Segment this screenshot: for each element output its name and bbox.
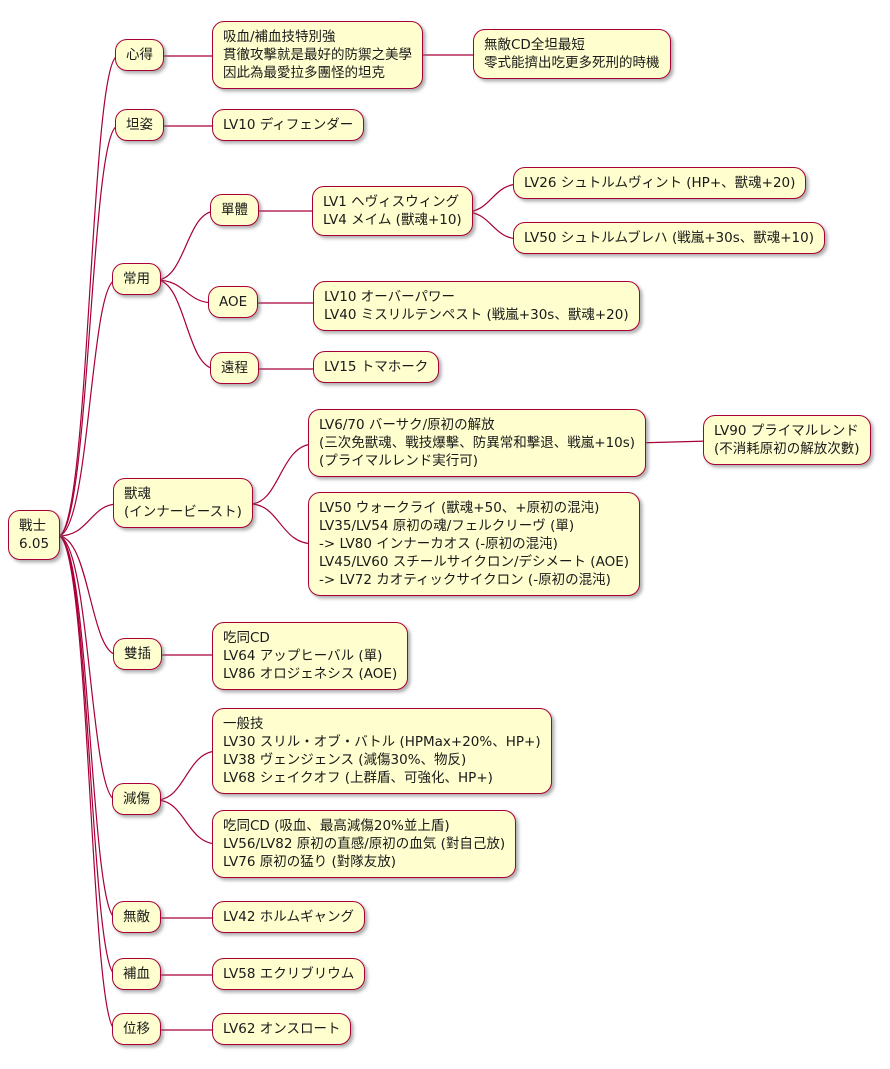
branch-label-self-heal: 補血 [112, 958, 161, 990]
connector-path [57, 535, 117, 976]
node-aoe-combo: LV10 オーバーパワー LV40 ミスリルテンペスト (戦嵐+30s、獸魂+2… [313, 281, 640, 331]
connector-path [57, 55, 119, 537]
node-mitigation-general: 一般技 LV30 スリル・オブ・バトル (HPMax+20%、HP+) LV38… [212, 708, 552, 794]
connector-path [57, 279, 117, 537]
connector-path [249, 503, 315, 545]
connector-path [155, 210, 217, 281]
node-gauge-spenders: LV50 ウォークライ (獸魂+50、+原初の混沌) LV35/LV54 原初の… [308, 492, 640, 596]
node-berserk-inner-release: LV6/70 バーサク/原初の解放 (三次免獸魂、戰技爆擊、防異常和擊退、戦嵐+… [308, 409, 647, 477]
connector-path [57, 535, 117, 1031]
connector-path [57, 535, 117, 801]
connector-path [155, 279, 217, 370]
node-storms-eye: LV50 シュトルムブレハ (戦嵐+30s、獸魂+10) [513, 222, 826, 254]
branch-label-common-skills: 常用 [112, 263, 161, 295]
connector-path [155, 279, 215, 304]
connector-path [155, 799, 219, 845]
branch-label-beast-gauge: 獸魂 (インナービースト) [113, 478, 253, 528]
node-tips-strengths: 吸血/補血技特別強 貫徹攻擊就是最好的防禦之美學 因此為最愛拉多團怪的坦克 [212, 21, 423, 89]
node-holmgang: LV42 ホルムギャング [212, 901, 365, 933]
connector-path [249, 443, 315, 505]
branch-label-ranged: 遠程 [210, 352, 259, 384]
node-tomahawk: LV15 トマホーク [313, 351, 440, 383]
node-storms-path: LV26 シュトルムヴィント (HP+、獸魂+20) [513, 167, 807, 199]
branch-label-mitigation: 減傷 [112, 783, 161, 815]
node-onslaught: LV62 オンスロート [212, 1013, 352, 1045]
connector-path [464, 183, 521, 213]
connector-path [155, 750, 219, 801]
root-node-warrior-605: 戰士 6.05 [8, 510, 61, 560]
connector-path [464, 211, 521, 240]
node-equilibrium: LV58 エクリブリウム [212, 958, 366, 990]
connector-path [57, 535, 119, 656]
branch-label-tank-stance: 坦姿 [115, 109, 164, 141]
branch-label-single-target: 單體 [210, 194, 259, 226]
branch-label-invuln: 無敵 [112, 901, 161, 933]
branch-label-tips: 心得 [115, 39, 164, 71]
branch-label-movement: 位移 [112, 1013, 161, 1045]
node-primal-rend: LV90 プライマルレンド (不消耗原初の解放次數) [703, 415, 871, 465]
branch-label-ogcd-weave: 雙插 [113, 638, 162, 670]
connector-path [57, 125, 119, 537]
node-defiance: LV10 ディフェンダー [212, 109, 365, 141]
connector-path [634, 440, 711, 444]
connector-path [57, 535, 117, 919]
node-tips-invuln-note: 無敵CD全坦最短 零式能擠出吃更多死刑的時機 [473, 29, 671, 79]
connector-path [57, 503, 119, 537]
node-ogcd-skills: 吃同CD LV64 アップヒーバル (單) LV86 オロジェネシス (AOE) [212, 622, 409, 690]
node-mitigation-shared-cd: 吃同CD (吸血、最高減傷20%並上盾) LV56/LV82 原初の直感/原初の… [212, 810, 517, 878]
branch-label-aoe: AOE [208, 286, 259, 318]
node-single-target-combo: LV1 ヘヴィスウィング LV4 メイム (獸魂+10) [312, 186, 473, 236]
